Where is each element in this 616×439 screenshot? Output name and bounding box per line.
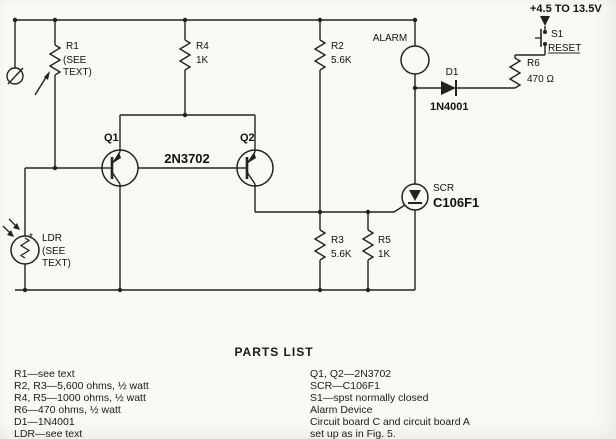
parts-list-item: S1—spst normally closed: [310, 392, 429, 404]
scr-label: SCR: [433, 183, 454, 194]
q2-label: Q2: [240, 132, 255, 144]
r6-resistor: [508, 57, 522, 89]
parts-list-item: SCR—C106F1: [310, 380, 381, 392]
ldr-note-2: TEXT): [42, 258, 71, 269]
parts-list-right-column: Q1, Q2—2N3702 SCR—C106F1 S1—spst normall…: [310, 368, 602, 439]
parts-list-item: R6—470 ohms, ½ watt: [14, 404, 121, 416]
q1-label: Q1: [104, 132, 119, 144]
ldr-symbol: [10, 235, 40, 265]
parts-list-item: R1—see text: [14, 368, 75, 380]
r6-value: 470 Ω: [527, 74, 554, 85]
r2-value: 5.6K: [331, 55, 352, 66]
d1-value: 1N4001: [430, 101, 469, 113]
parts-list-item: R4, R5—1000 ohms, ½ watt: [14, 392, 146, 404]
d1-label: D1: [446, 67, 459, 78]
parts-list-item: LDR—see text: [14, 428, 83, 439]
r1-wiper-arrow-icon: [34, 71, 50, 96]
r3-value: 5.6K: [331, 249, 352, 260]
r4-label: R4: [196, 41, 209, 52]
junction-dots: [12, 17, 418, 293]
adjust-screw-icon: [6, 67, 24, 85]
d1-diode-symbol: [441, 80, 457, 96]
parts-list-item: Alarm Device: [310, 404, 373, 416]
q-type-value: 2N3702: [164, 151, 210, 166]
parts-list-item: D1—1N4001: [14, 416, 75, 428]
r1-label: R1: [66, 41, 79, 52]
r5-label: R5: [378, 235, 391, 246]
alarm-device-symbol: [400, 45, 430, 75]
r4-resistor: [178, 39, 192, 71]
parts-list-item: R2, R3—5,600 ohms, ½ watt: [14, 380, 149, 392]
r2-label: R2: [331, 41, 344, 52]
supply-arrow-icon: [540, 16, 550, 26]
light-arrows-icon: [2, 218, 20, 237]
scr-value: C106F1: [433, 195, 479, 210]
r3-label: R3: [331, 235, 344, 246]
circuit-wires: [14, 19, 546, 291]
supply-voltage-label: +4.5 TO 13.5V: [530, 3, 602, 15]
s1-reset-label: RESET: [548, 43, 581, 54]
ldr-label: LDR: [42, 233, 62, 244]
resistor-symbols: [48, 39, 522, 261]
r1-resistor: [48, 44, 62, 76]
r5-value: 1K: [378, 249, 391, 260]
r2-resistor: [313, 39, 327, 71]
parts-list-section: PARTS LIST R1—see text R2, R3—5,600 ohms…: [0, 337, 616, 439]
scr-symbol: [401, 183, 429, 211]
r5-resistor: [361, 229, 375, 261]
alarm-label: ALARM: [373, 33, 407, 44]
ldr-star: *: [29, 232, 33, 243]
parts-list-item: set up as in Fig. 5.: [310, 428, 396, 439]
alarm-circuit-schematic: +4.5 TO 13.5V S1 RESET R1 (SEE TEXT) R4 …: [2, 3, 602, 293]
s1-label: S1: [551, 29, 564, 40]
s1-switch-symbol: [535, 29, 547, 47]
parts-list-item: Circuit board C and circuit board A: [310, 416, 470, 428]
q2-transistor-symbol: [236, 149, 274, 187]
r1-note-1: (SEE: [63, 55, 87, 66]
parts-list-title: PARTS LIST: [234, 345, 314, 359]
ldr-note-1: (SEE: [42, 246, 66, 257]
r4-value: 1K: [196, 55, 209, 66]
r6-label: R6: [527, 58, 540, 69]
parts-list-item: Q1, Q2—2N3702: [310, 368, 392, 380]
r1-note-2: TEXT): [63, 67, 92, 78]
parts-list-left-column: R1—see text R2, R3—5,600 ohms, ½ watt R4…: [14, 368, 310, 439]
q1-transistor-symbol: [101, 149, 139, 187]
r3-resistor: [313, 229, 327, 261]
q-value-backing: [159, 151, 216, 165]
